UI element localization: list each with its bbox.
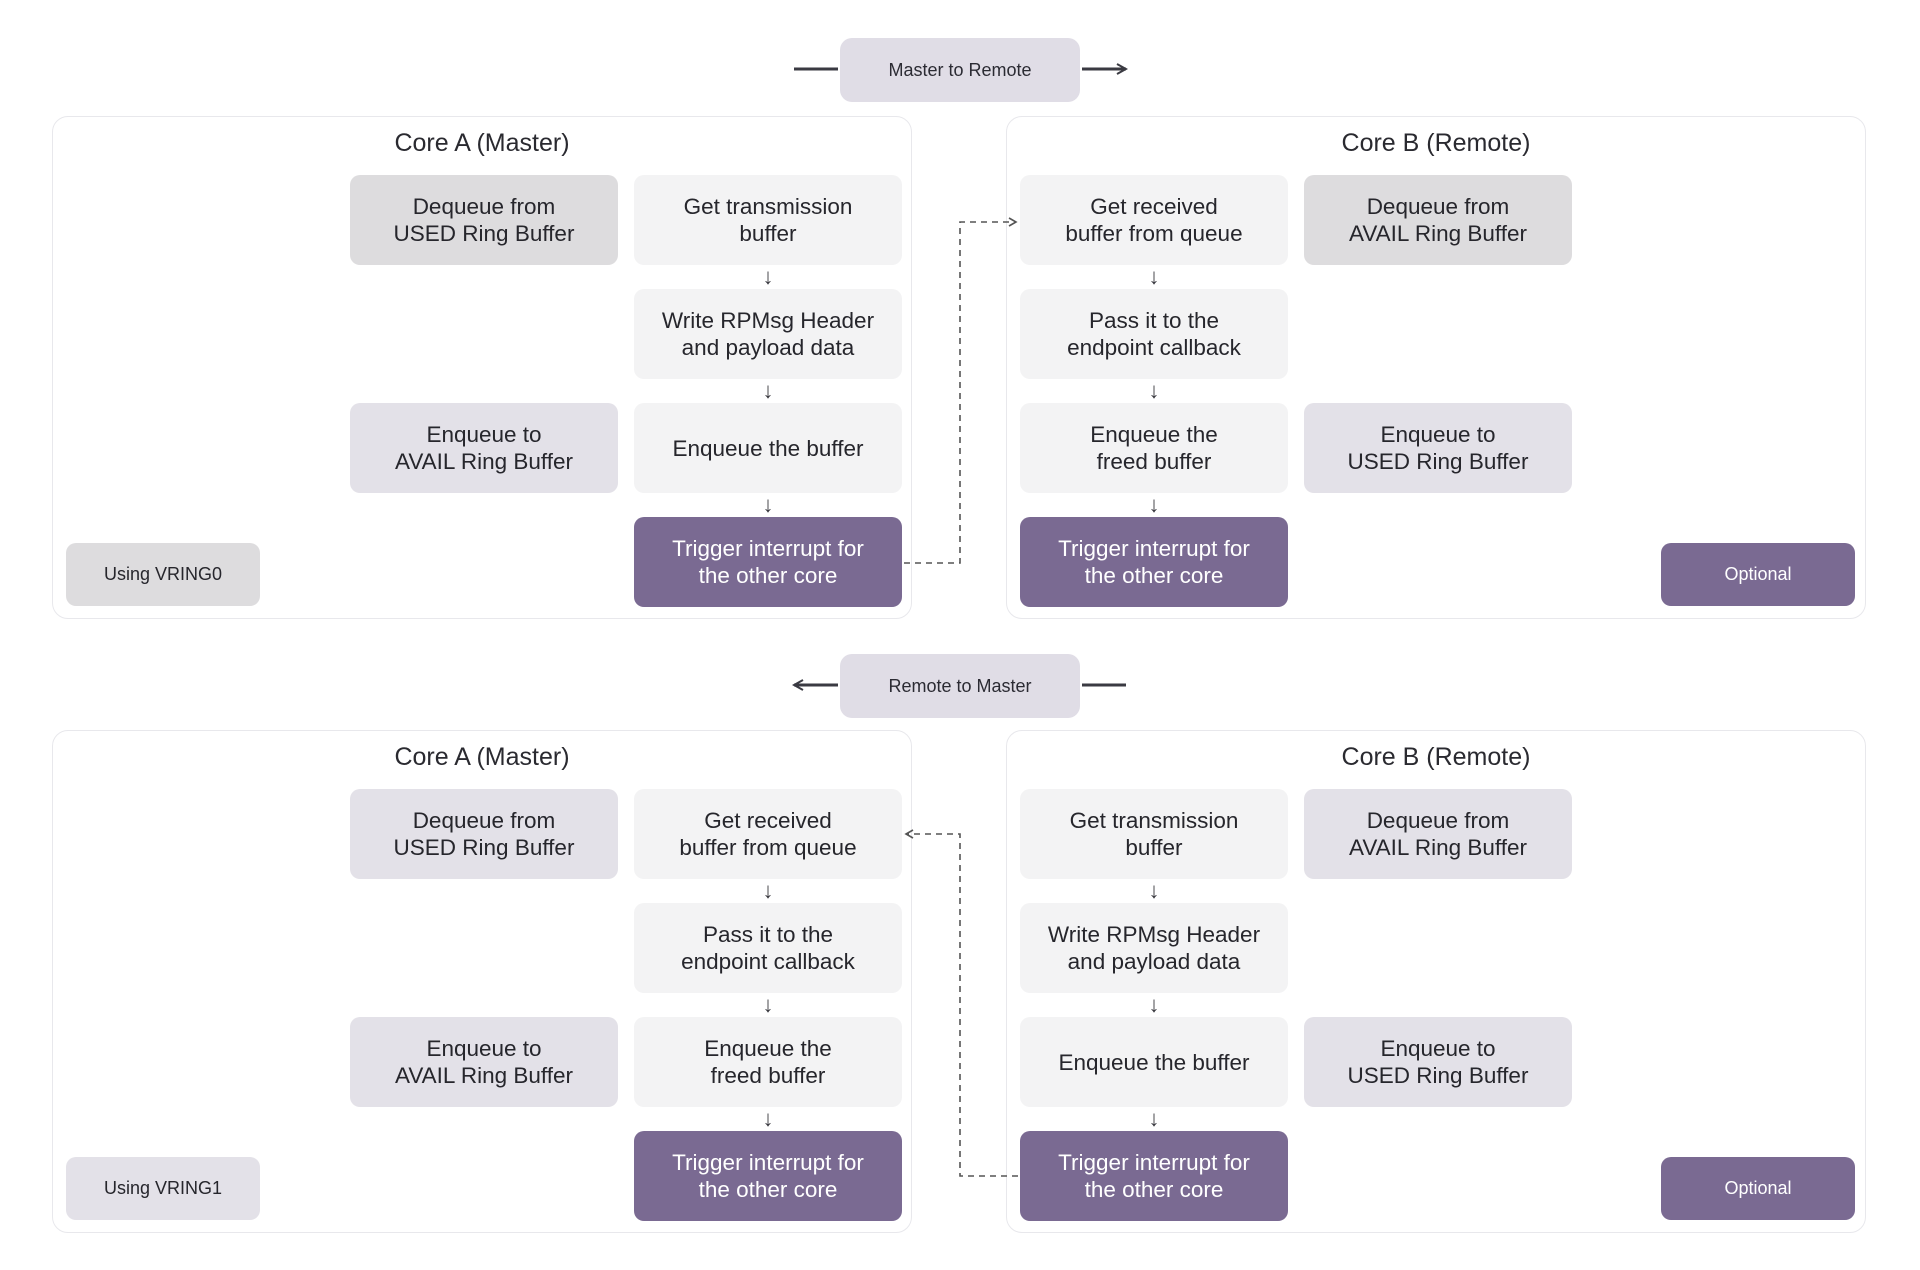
arrow-down-icon: ↓ — [1148, 992, 1160, 1017]
arrow-down-icon: ↓ — [1148, 492, 1160, 517]
dequeue-used-ring-buffer: Dequeue from USED Ring Buffer — [350, 175, 618, 265]
enqueue-avail-ring-buffer: Enqueue to AVAIL Ring Buffer — [350, 1017, 618, 1107]
enqueue-used-ring-buffer: Enqueue to USED Ring Buffer — [1304, 403, 1572, 493]
panel-title: Core A (Master) — [394, 743, 570, 771]
vring-tag: Using VRING0 — [66, 543, 260, 606]
pass-to-endpoint-callback-step: Pass it to the endpoint callback — [1020, 289, 1288, 379]
vring-tag: Using VRING1 — [66, 1157, 260, 1220]
optional-tag: Optional — [1661, 1157, 1855, 1220]
trigger-interrupt-step: Trigger interrupt for the other core — [1020, 1131, 1288, 1221]
enqueue-freed-buffer-step: Enqueue the freed buffer — [1020, 403, 1288, 493]
arrow-down-icon: ↓ — [762, 378, 774, 403]
dequeue-used-ring-buffer: Dequeue from USED Ring Buffer — [350, 789, 618, 879]
direction-label-master-to-remote: Master to Remote — [840, 38, 1080, 102]
trigger-interrupt-step: Trigger interrupt for the other core — [1020, 517, 1288, 607]
panel-title: Core A (Master) — [394, 129, 570, 157]
interrupt-connector-top — [904, 217, 1018, 564]
write-rpmsg-header-step: Write RPMsg Header and payload data — [1020, 903, 1288, 993]
arrow-down-icon: ↓ — [762, 492, 774, 517]
arrow-down-icon: ↓ — [1148, 378, 1160, 403]
arrow-down-icon: ↓ — [762, 1106, 774, 1131]
get-transmission-buffer-step: Get transmission buffer — [1020, 789, 1288, 879]
trigger-interrupt-step: Trigger interrupt for the other core — [634, 1131, 902, 1221]
pass-to-endpoint-callback-step: Pass it to the endpoint callback — [634, 903, 902, 993]
arrow-down-icon: ↓ — [762, 264, 774, 289]
arrow-down-icon: ↓ — [1148, 878, 1160, 903]
dequeue-avail-ring-buffer: Dequeue from AVAIL Ring Buffer — [1304, 789, 1572, 879]
optional-tag: Optional — [1661, 543, 1855, 606]
enqueue-used-ring-buffer: Enqueue to USED Ring Buffer — [1304, 1017, 1572, 1107]
dequeue-avail-ring-buffer: Dequeue from AVAIL Ring Buffer — [1304, 175, 1572, 265]
enqueue-freed-buffer-step: Enqueue the freed buffer — [634, 1017, 902, 1107]
arrow-down-icon: ↓ — [1148, 1106, 1160, 1131]
arrow-down-icon: ↓ — [1148, 264, 1160, 289]
arrow-down-icon: ↓ — [762, 992, 774, 1017]
panel-title: Core B (Remote) — [1341, 129, 1531, 157]
get-received-buffer-step: Get received buffer from queue — [634, 789, 902, 879]
arrow-down-icon: ↓ — [762, 878, 774, 903]
get-received-buffer-step: Get received buffer from queue — [1020, 175, 1288, 265]
panel-title: Core B (Remote) — [1341, 743, 1531, 771]
enqueue-avail-ring-buffer: Enqueue to AVAIL Ring Buffer — [350, 403, 618, 493]
enqueue-buffer-step: Enqueue the buffer — [634, 403, 902, 493]
interrupt-connector-bottom — [904, 829, 1018, 1177]
write-rpmsg-header-step: Write RPMsg Header and payload data — [634, 289, 902, 379]
direction-label-remote-to-master: Remote to Master — [840, 654, 1080, 718]
trigger-interrupt-step: Trigger interrupt for the other core — [634, 517, 902, 607]
enqueue-buffer-step: Enqueue the buffer — [1020, 1017, 1288, 1107]
get-transmission-buffer-step: Get transmission buffer — [634, 175, 902, 265]
